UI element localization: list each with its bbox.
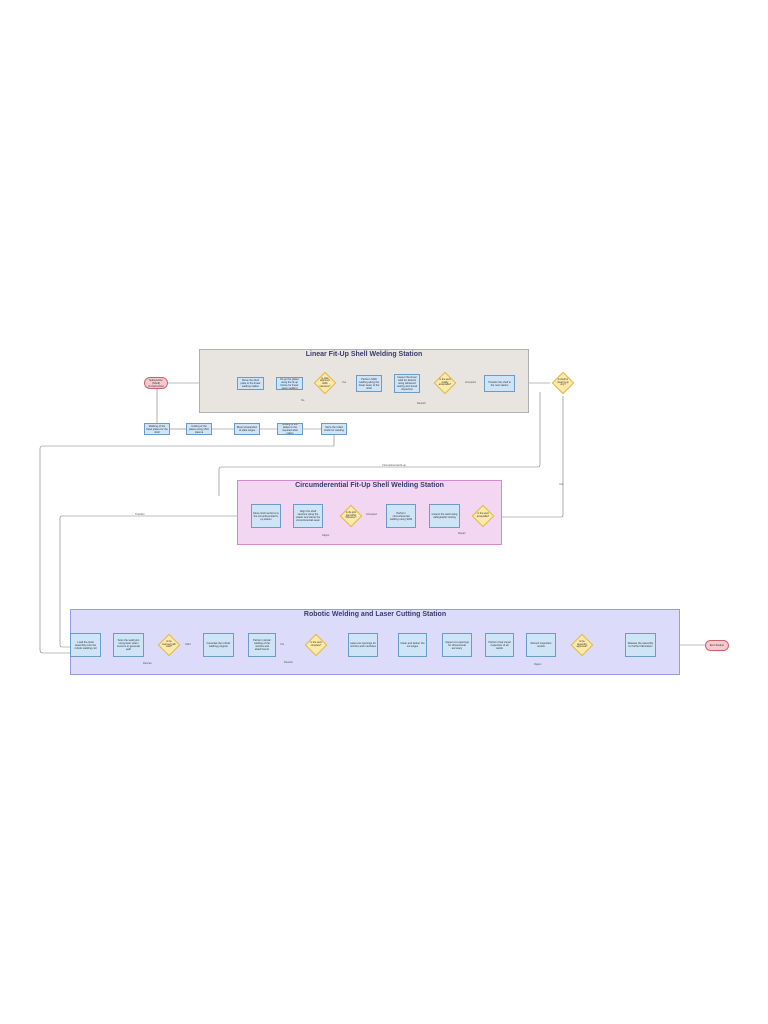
process-step[interactable]: Perform final visual inspection of all w… [485, 633, 514, 657]
connector-right-yes [502, 396, 564, 518]
edge-label: Rescan [143, 662, 152, 665]
prep-step[interactable]: Cutting of the plates using CNC plasma [186, 423, 212, 435]
process-step[interactable]: Scan the weld joint using laser vision s… [113, 633, 144, 657]
decision-label: Is plate alignment within tolerance? [319, 377, 331, 388]
edge-label: Rework [417, 402, 426, 405]
prep-step[interactable]: Bevel preparation of plate edges [234, 423, 260, 435]
process-step[interactable]: Transfer the shell to the next station [484, 375, 515, 392]
edge-label: Yes [559, 483, 564, 486]
decision-label: Is shell for linear fit-up only? [557, 379, 569, 387]
process-step[interactable]: Generate the robotic welding program [203, 633, 234, 657]
lane-title: Circumderential Fit-Up Shell Welding Sta… [295, 482, 444, 489]
decision-label: Is the joint gap within tolerance? [345, 512, 357, 520]
edge-label: Rework [284, 661, 293, 664]
process-step[interactable]: Perform SAW welding along the linear sea… [356, 375, 382, 392]
process-step[interactable]: Inspect cut openings for dimensional acc… [442, 633, 472, 657]
process-step[interactable]: Perform circumferential welding using SA… [386, 504, 416, 528]
process-step[interactable]: Inspect the weld using radiographic test… [429, 504, 460, 528]
decision-node[interactable]: Is shell for linear fit-up only? [551, 371, 575, 395]
edge-label: Repair [458, 532, 466, 535]
decision-node[interactable]: Is the weld acceptable? [471, 504, 495, 528]
decision-label: Is the weld quality acceptable? [438, 379, 452, 387]
decision-node[interactable]: Is plate alignment within tolerance? [313, 371, 337, 395]
decision-label: Is the assembly approved? [576, 641, 588, 649]
process-step[interactable]: Record inspection results [526, 633, 556, 657]
decision-node[interactable]: Is the assembly approved? [570, 633, 594, 657]
edge-label: No [301, 399, 305, 402]
process-step[interactable]: Align the shell sections using the rotat… [293, 504, 323, 528]
connector-circ-robotic [59, 515, 251, 648]
edge-label: Yes [342, 381, 347, 384]
edge-label: Transfer [135, 513, 145, 516]
decision-label: Is the weld complete? [310, 642, 322, 647]
process-step[interactable]: Inspect the linear weld for defects usin… [394, 374, 420, 393]
edge-label: Yes [280, 643, 285, 646]
process-step[interactable]: Load the shell assembly onto the robotic… [70, 633, 101, 657]
edge-label: Valid [185, 643, 191, 646]
decision-node[interactable]: Is the joint gap within tolerance? [339, 504, 363, 528]
edge-label: Accepted [465, 381, 476, 384]
process-step[interactable]: Fit-up the plates using the fit-up fixtu… [276, 377, 303, 390]
prep-step[interactable]: Store the rolled shells for welding [321, 423, 347, 435]
lane-title: Robotic Welding and Laser Cutting Statio… [303, 611, 447, 618]
decision-node[interactable]: Is the weld quality acceptable? [433, 371, 457, 395]
process-step[interactable]: Perform robotic welding of the nozzles a… [248, 633, 276, 657]
lane-title: Linear Fit-Up Shell Welding Station [305, 351, 423, 358]
start-terminal[interactable]: Subsection (Shell) Construction [144, 377, 168, 389]
process-step[interactable]: Move the shell plate to the linear weldi… [237, 377, 264, 390]
edge-label: Adjust [322, 534, 330, 537]
connector-right-circ [218, 392, 541, 496]
process-step[interactable]: Move shell sections to the circumferenti… [251, 504, 281, 528]
process-step[interactable]: Clean and deburr the cut edges [398, 633, 427, 657]
decision-label: Is the weld acceptable? [476, 513, 490, 518]
connector-prep-robotic [39, 435, 335, 654]
decision-node[interactable]: Is the scanned path valid? [157, 633, 181, 657]
edge-label: Circumferential fit-up [382, 464, 406, 467]
edge-label: Accepted [366, 513, 377, 516]
prep-step[interactable]: Rolling of the plates to the required sh… [277, 423, 303, 435]
process-step[interactable]: Release the assembly for further fabrica… [625, 633, 656, 657]
end-terminal[interactable]: End Station [705, 640, 729, 651]
process-step[interactable]: Laser-cut openings for nozzles and manho… [348, 633, 378, 657]
decision-label: Is the scanned path valid? [162, 641, 176, 649]
decision-node[interactable]: Is the weld complete? [304, 633, 328, 657]
edge-label: Reject [534, 663, 542, 666]
prep-step[interactable]: Marking of the Steel plates for the shel… [144, 423, 170, 435]
